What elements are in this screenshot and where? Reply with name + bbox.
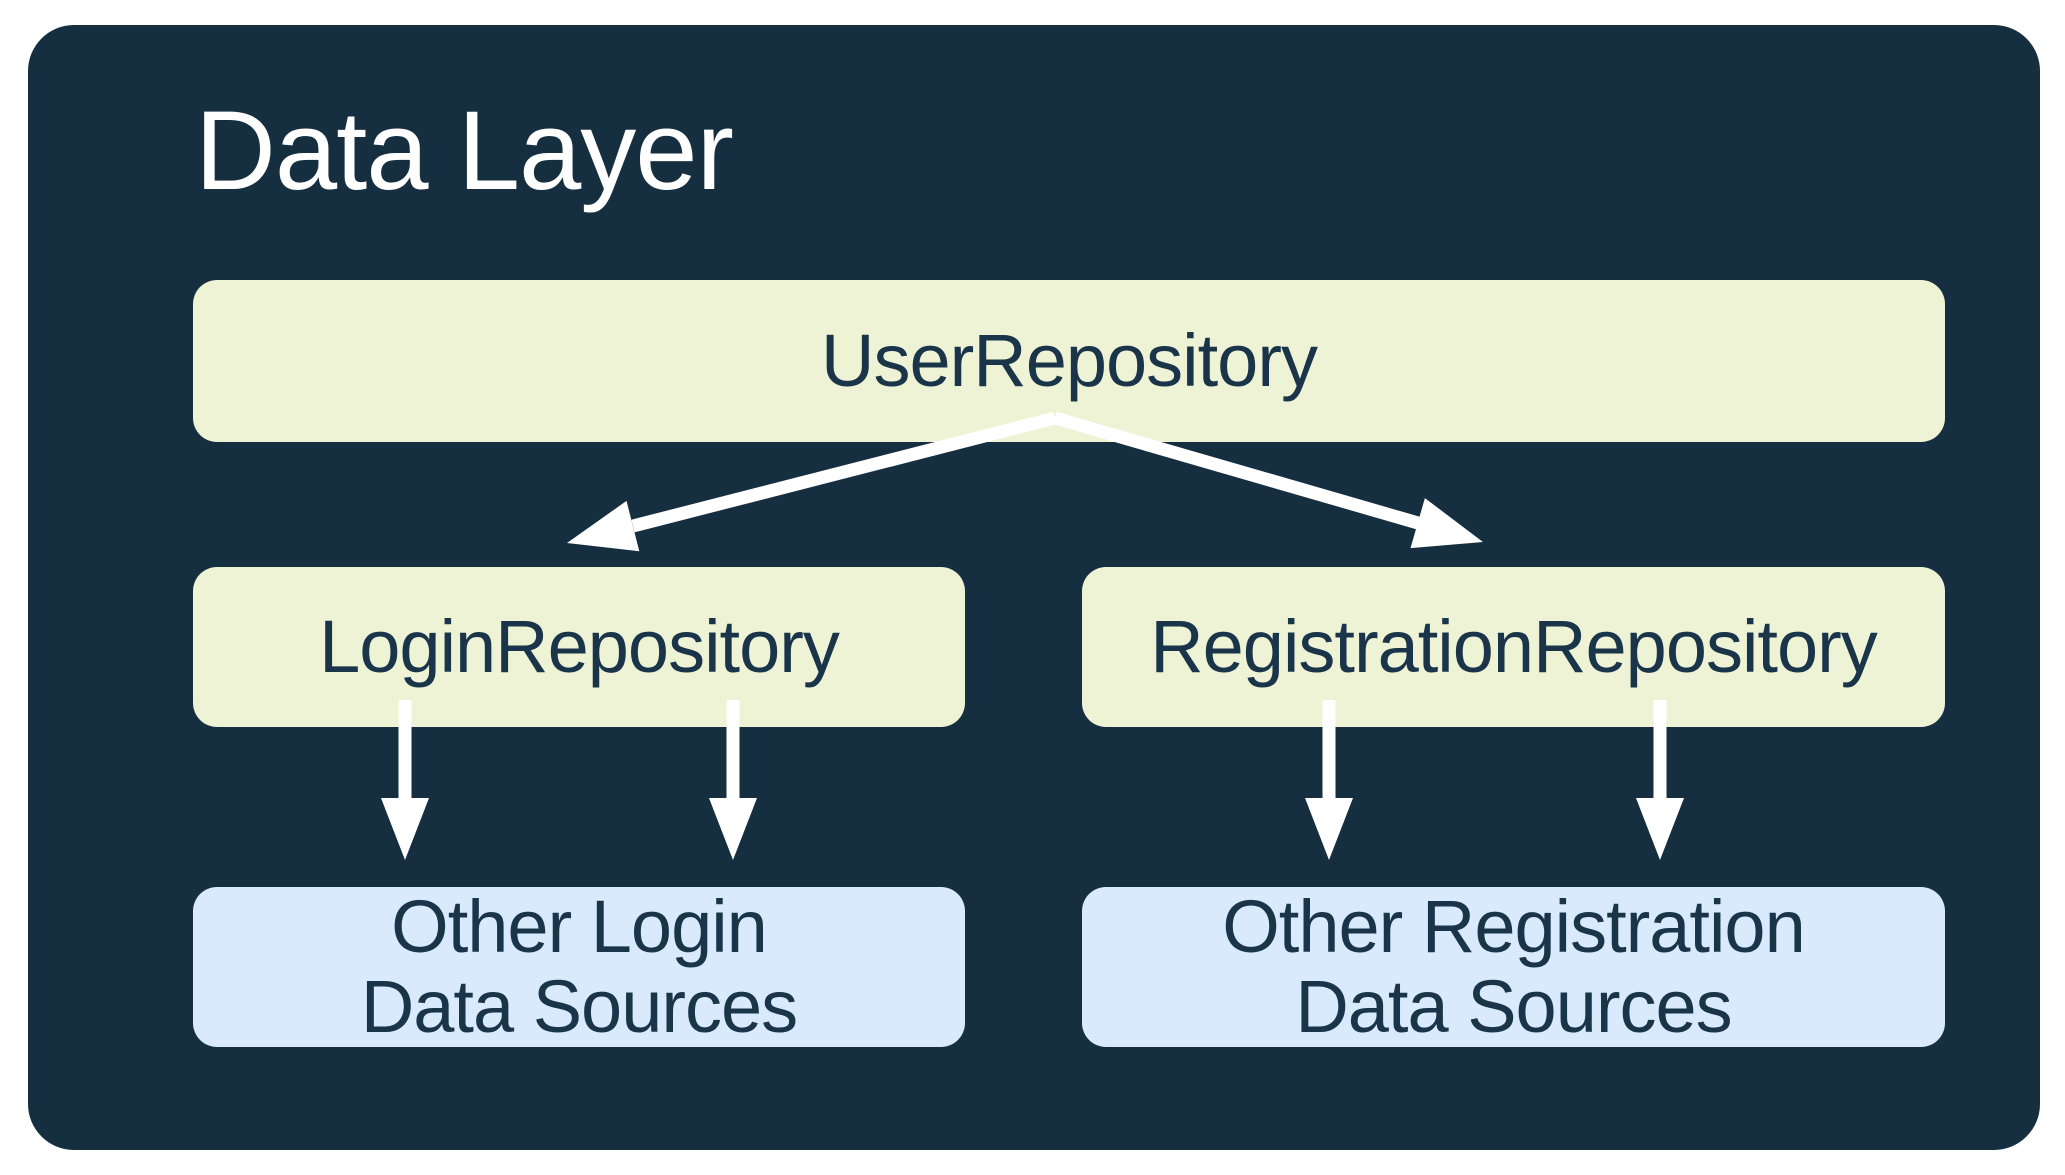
node-login-repository-label: LoginRepository [319,605,840,689]
node-registration-repository: RegistrationRepository [1082,567,1945,727]
node-other-registration-data-sources: Other Registration Data Sources [1082,887,1945,1047]
node-other-registration-data-sources-label: Other Registration Data Sources [1222,887,1805,1047]
label-line-2: Data Sources [360,965,798,1048]
node-registration-repository-label: RegistrationRepository [1150,605,1878,689]
node-login-repository: LoginRepository [193,567,965,727]
data-layer-container: Data Layer UserRepository LoginRepositor… [28,25,2040,1150]
node-user-repository: UserRepository [193,280,1945,442]
label-line-1: Other Registration [1222,885,1805,969]
node-other-login-data-sources: Other Login Data Sources [193,887,965,1047]
node-user-repository-label: UserRepository [821,319,1318,403]
diagram-title: Data Layer [195,88,734,213]
label-line-1: Other Login [391,885,768,969]
node-other-login-data-sources-label: Other Login Data Sources [360,885,798,1048]
label-line-2: Data Sources [1295,965,1732,1048]
